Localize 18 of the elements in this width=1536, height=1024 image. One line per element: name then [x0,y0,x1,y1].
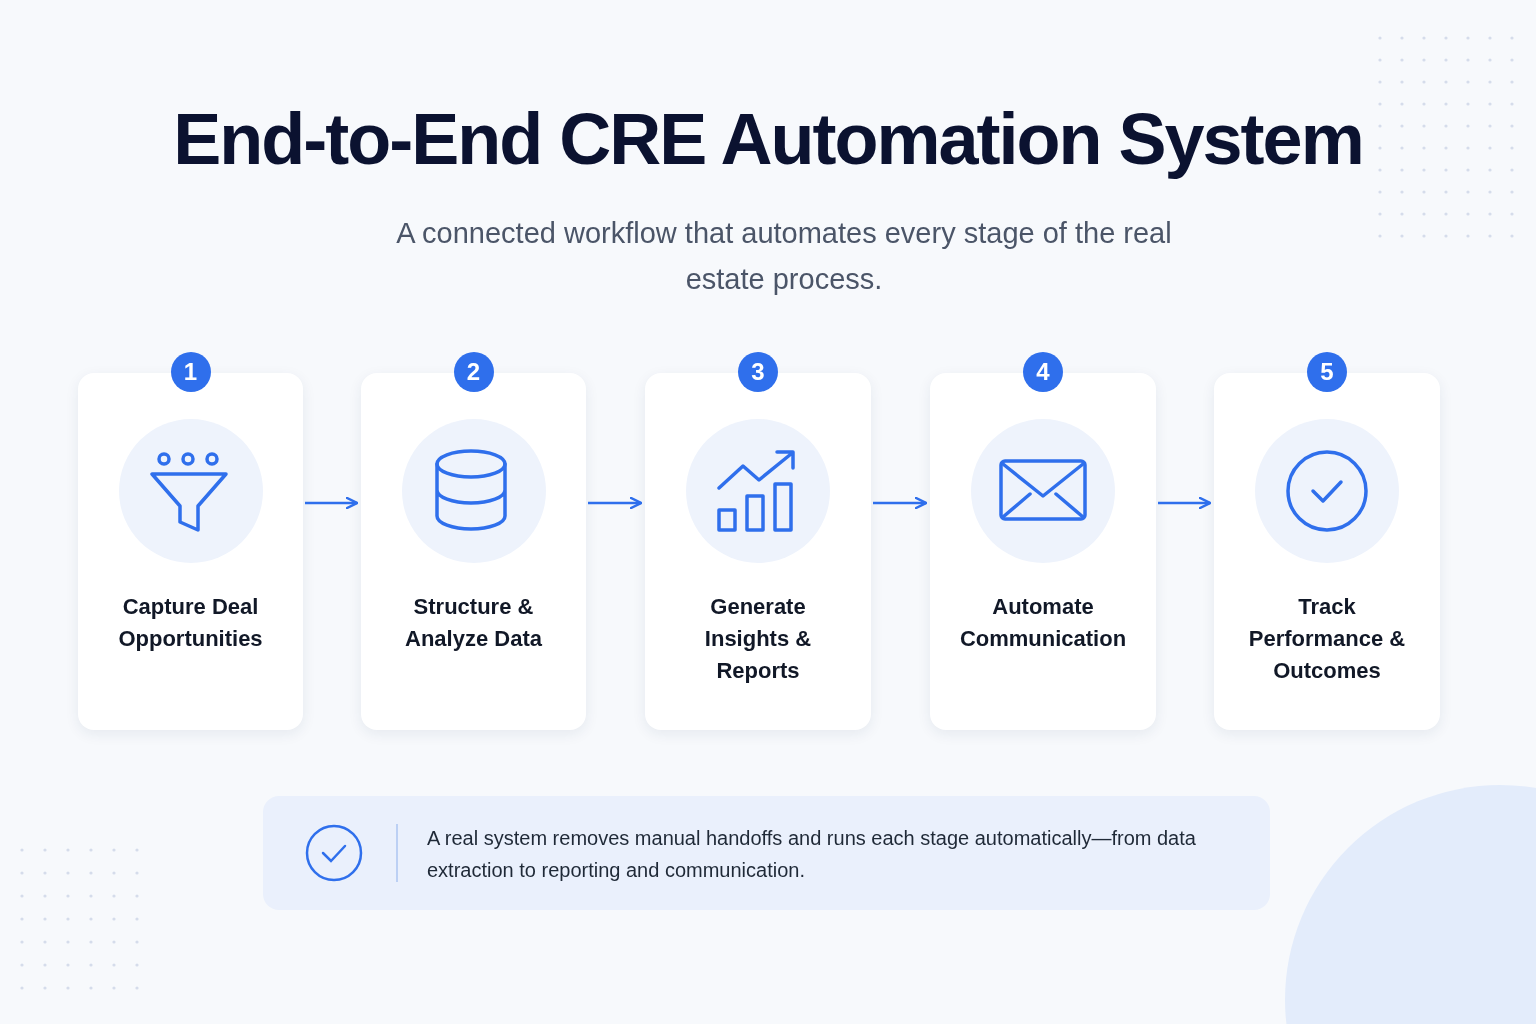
arrow [305,496,359,510]
step-number: 4 [1023,352,1063,392]
step-number: 3 [738,352,778,392]
step-number: 2 [453,352,494,392]
step-title: Track Performance & Outcomes [1247,593,1407,685]
step-title: Automate Communication [958,593,1128,653]
arrow [588,496,643,510]
note-panel [263,796,1270,910]
note-text: A real system removes manual handoffs and runs each stage automatically—from data extraction to reporting and communication. [427,826,1197,883]
subtitle: A connected workflow that automates every stage of the real estate process. [395,216,1173,297]
title: End-to-End CRE Automation System [172,98,1364,180]
step-title: Capture Deal Opportunities [117,593,264,653]
arrow [1158,496,1212,510]
arrow [873,496,928,510]
step-number: 1 [170,352,211,392]
step-title: Structure & Analyze Data [404,593,543,653]
step-title: Generate Insights & Reports [703,593,813,685]
step-number: 5 [1307,352,1347,392]
